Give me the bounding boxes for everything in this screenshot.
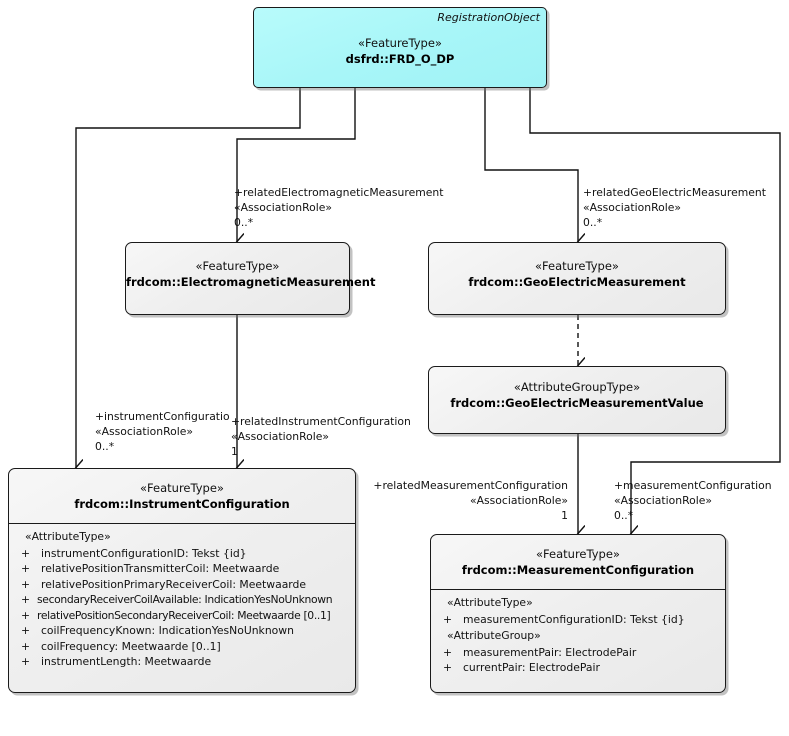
- class-box-geoelectric-measurement[interactable]: «FeatureType» frdcom::GeoElectricMeasure…: [428, 242, 726, 315]
- edge-stereotype: «AssociationRole»: [583, 201, 681, 214]
- attribute-row: + measurementPair: ElectrodePair: [431, 645, 725, 661]
- edge-label-measurement-configuration: +measurementConfiguration «AssociationRo…: [614, 478, 772, 523]
- class-tag-registrationobject: RegistrationObject: [437, 11, 540, 24]
- visibility-marker: +: [21, 639, 31, 653]
- edge-role-name: +instrumentConfiguratio: [95, 410, 230, 423]
- visibility-marker: +: [21, 655, 31, 668]
- edge-label-instrument-configuration: +instrumentConfiguratio «AssociationRole…: [95, 409, 230, 454]
- class-stereotype: «FeatureType»: [195, 259, 280, 273]
- class-stereotype: «FeatureType»: [140, 481, 224, 495]
- class-box-frd-o-dp[interactable]: RegistrationObject «FeatureType» dsfrd::…: [253, 7, 547, 88]
- class-box-geoelectric-measurement-value[interactable]: «AttributeGroupType» frdcom::GeoElectric…: [428, 366, 726, 434]
- attribute-row: + measurementConfigurationID: Tekst {id}: [431, 612, 725, 628]
- edge-label-related-measurement-configuration: +relatedMeasurementConfiguration «Associ…: [370, 478, 568, 523]
- attribute-group-header: «AttributeGroup»: [447, 629, 541, 642]
- class-name: dsfrd::FRD_O_DP: [345, 52, 455, 66]
- edge-stereotype: «AssociationRole»: [95, 425, 193, 438]
- edge-multiplicity: 1: [561, 509, 568, 522]
- attribute-group: «AttributeType» + measurementConfiguratio…: [431, 594, 725, 627]
- class-name: frdcom::GeoElectricMeasurement: [468, 275, 686, 289]
- visibility-marker: +: [21, 608, 30, 622]
- edge-multiplicity: 0..*: [234, 216, 254, 229]
- class-stereotype: «FeatureType»: [358, 36, 442, 50]
- edge-label-related-geoelectric-measurement: +relatedGeoElectricMeasurement «Associat…: [583, 185, 766, 230]
- class-box-measurement-configuration[interactable]: «FeatureType» frdcom::MeasurementConfigu…: [430, 534, 726, 693]
- class-name: frdcom::ElectromagneticMeasurement: [126, 275, 376, 289]
- class-name: frdcom::InstrumentConfiguration: [74, 497, 290, 511]
- visibility-marker: +: [443, 645, 453, 659]
- attribute-text: measurementPair: ElectrodePair: [463, 645, 637, 659]
- attribute-text: relativePositionPrimaryReceiverCoil: Mee…: [41, 577, 307, 591]
- attribute-compartment: «AttributeType» + measurementConfiguratio…: [431, 589, 725, 680]
- attribute-text: measurementConfigurationID: Tekst {id}: [463, 612, 685, 626]
- attribute-group: «AttributeType» + instrumentConfiguration…: [9, 528, 355, 670]
- edge-stereotype: «AssociationRole»: [234, 201, 332, 214]
- visibility-marker: +: [21, 546, 31, 560]
- visibility-marker: +: [21, 593, 30, 606]
- edge-role-name: +relatedElectromagneticMeasurement: [234, 186, 444, 199]
- compartment-separator: [9, 523, 355, 524]
- edge-stereotype: «AssociationRole»: [231, 430, 329, 443]
- class-name: frdcom::GeoElectricMeasurementValue: [450, 396, 704, 410]
- attribute-text: relativePositionTransmitterCoil: Meetwaa…: [41, 562, 280, 575]
- visibility-marker: +: [443, 661, 453, 674]
- edge-multiplicity: 1: [231, 445, 238, 458]
- attribute-text: relativePositionSecondaryReceiverCoil: M…: [37, 608, 331, 622]
- edge-role-name: +relatedInstrumentConfiguration: [231, 415, 411, 428]
- attribute-text: currentPair: ElectrodePair: [463, 661, 600, 674]
- edge-multiplicity: 0..*: [614, 509, 634, 522]
- attribute-group-header: «AttributeType»: [25, 530, 111, 543]
- attribute-text: secondaryReceiverCoilAvailable: Indicati…: [37, 593, 333, 606]
- attribute-text: instrumentConfigurationID: Tekst {id}: [41, 546, 247, 560]
- class-stereotype: «FeatureType»: [535, 259, 619, 273]
- attribute-row: + instrumentLength: Meetwaarde: [9, 654, 355, 670]
- attribute-row: + instrumentConfigurationID: Tekst {id}: [9, 546, 355, 562]
- edge-role-name: +relatedMeasurementConfiguration: [373, 479, 568, 492]
- connector-root-to-electromagnetic: [237, 88, 356, 242]
- connector-root-to-geoelectric: [484, 88, 578, 242]
- class-stereotype: «FeatureType»: [536, 547, 620, 561]
- visibility-marker: +: [21, 624, 31, 637]
- attribute-row: + coilFrequencyKnown: IndicationYesNoUnkn…: [9, 623, 355, 639]
- edge-role-name: +relatedGeoElectricMeasurement: [583, 186, 766, 199]
- attribute-row: + coilFrequency: Meetwaarde [0..1]: [9, 639, 355, 655]
- visibility-marker: +: [21, 577, 31, 591]
- attribute-row: + relativePositionPrimaryReceiverCoil: Me…: [9, 577, 355, 593]
- edge-multiplicity: 0..*: [583, 216, 603, 229]
- compartment-separator: [431, 589, 725, 590]
- attribute-text: coilFrequency: Meetwaarde [0..1]: [41, 639, 221, 653]
- class-box-electromagnetic-measurement[interactable]: «FeatureType» frdcom::ElectromagneticMea…: [125, 242, 376, 315]
- attribute-row: + relativePositionTransmitterCoil: Meetwa…: [9, 561, 355, 577]
- edge-role-name: +measurementConfiguration: [614, 479, 772, 492]
- attribute-group: «AttributeGroup» + measurementPair: Elect…: [431, 627, 725, 676]
- connector-root-to-measurementconfiguration: [529, 88, 781, 534]
- edge-multiplicity: 0..*: [95, 440, 115, 453]
- attribute-row: + secondaryReceiverCoilAvailable: Indicat…: [9, 592, 355, 608]
- visibility-marker: +: [443, 612, 453, 626]
- edge-label-related-electromagnetic-measurement: +relatedElectromagneticMeasurement «Asso…: [234, 185, 443, 230]
- attribute-group-header: «AttributeType»: [447, 596, 533, 609]
- attribute-text: instrumentLength: Meetwaarde: [41, 655, 212, 668]
- class-stereotype: «AttributeGroupType»: [513, 380, 641, 394]
- class-box-instrument-configuration[interactable]: «FeatureType» frdcom::InstrumentConfigur…: [8, 468, 356, 693]
- edge-label-related-instrument-configuration: +relatedInstrumentConfiguration «Associa…: [231, 414, 411, 459]
- class-name: frdcom::MeasurementConfiguration: [461, 563, 695, 577]
- attribute-row: + relativePositionSecondaryReceiverCoil: …: [9, 608, 355, 624]
- edge-stereotype: «AssociationRole»: [614, 494, 712, 507]
- edge-stereotype: «AssociationRole»: [470, 494, 568, 507]
- attribute-compartment: «AttributeType» + instrumentConfiguration…: [9, 523, 355, 674]
- connector-root-to-instrumentconfiguration: [76, 88, 301, 468]
- visibility-marker: +: [21, 562, 31, 575]
- attribute-text: coilFrequencyKnown: IndicationYesNoUnkno…: [41, 624, 294, 637]
- attribute-row: + currentPair: ElectrodePair: [431, 660, 725, 676]
